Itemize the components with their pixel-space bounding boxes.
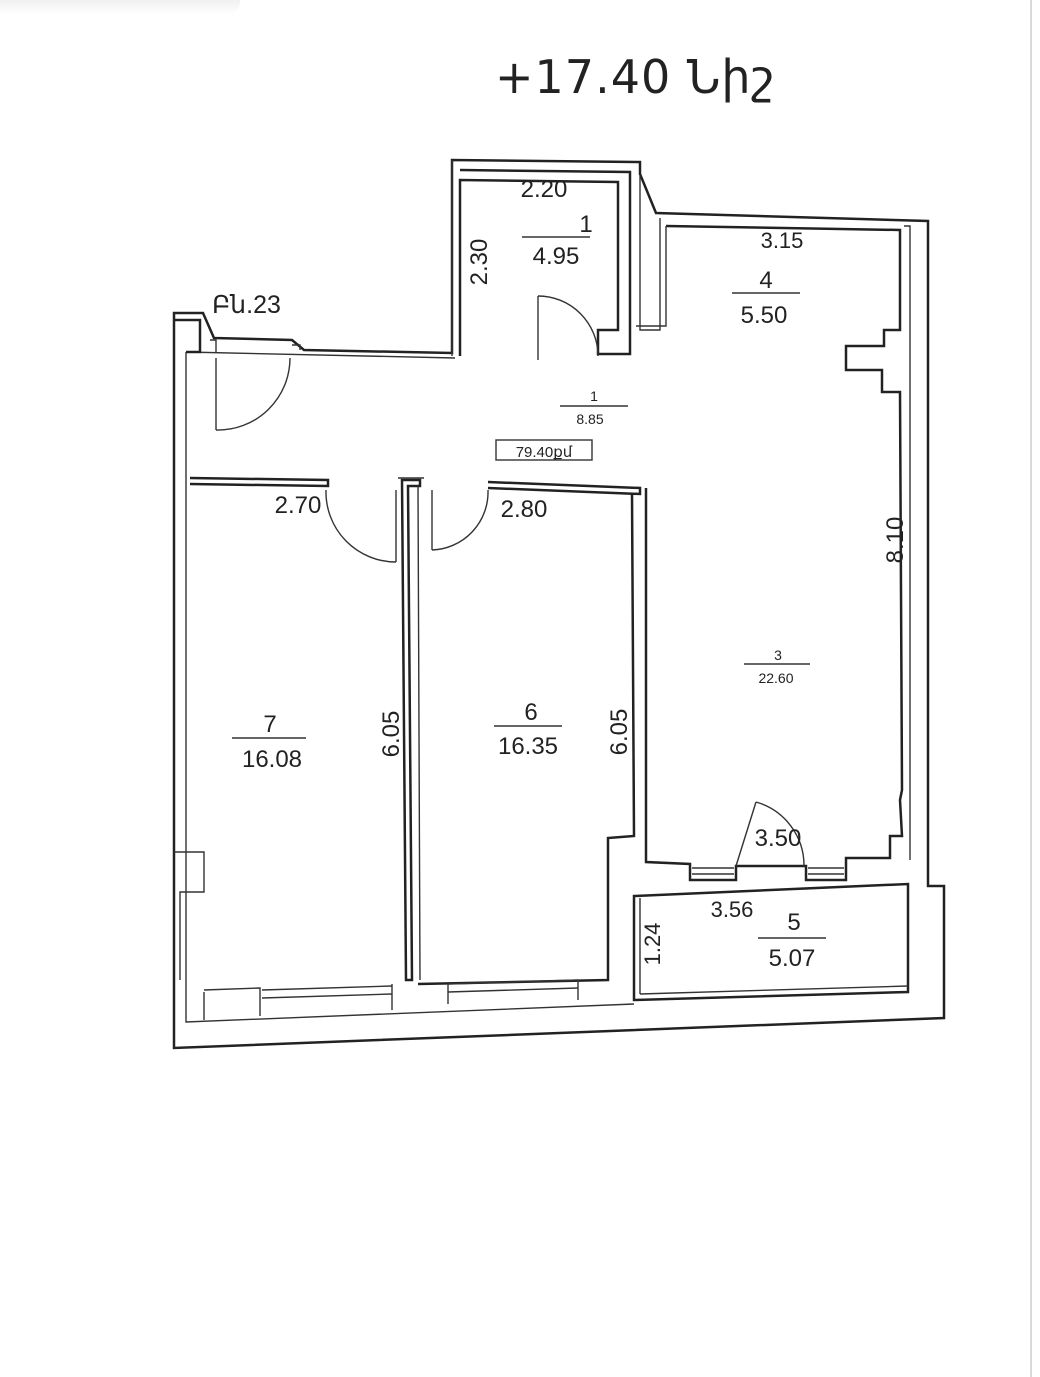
label-fraction-lines [232,236,826,939]
bedroom-walls [189,476,642,1016]
room-3-area: 22.60 [758,670,793,686]
dimension-room7-depth: 6.05 [378,711,405,758]
door-swings [215,295,805,867]
room-1-number: 1 [590,388,598,404]
outer-walls [172,158,946,1050]
apartment-label: Բն.23 [212,291,281,319]
right-wing-walls [636,224,911,882]
dimension-room6-depth: 6.05 [606,709,633,756]
dimension-room4-width: 3.15 [761,228,804,253]
scan-edge-line [1030,0,1032,1377]
room-5-number: 5 [787,909,800,936]
room-2-number: 1 [579,211,592,238]
room-2-area: 4.95 [533,243,580,270]
scan-corner-shade [0,0,240,14]
room-7-area: 16.08 [242,746,302,773]
dimension-room5-width: 3.56 [711,897,754,922]
dimension-room6-width: 2.80 [501,496,548,523]
floor-level-title: +17.40 Նիշ [495,50,776,104]
dimension-room7-width: 2.70 [275,492,322,519]
room-6-area: 16.35 [498,733,558,760]
room-4-number: 4 [759,267,772,294]
room-5-area: 5.07 [769,945,816,972]
balcony-walls [632,882,910,1002]
dimension-room5-depth: 1.24 [640,923,665,966]
room-2-walls [451,160,661,356]
dimension-room3-depth: 8.10 [882,517,909,564]
dimension-room3-opening: 3.50 [755,825,802,852]
room-7-number: 7 [263,711,276,738]
room-3-number: 3 [774,647,782,663]
room-1-area: 8.85 [576,411,603,427]
room-6-number: 6 [524,699,537,726]
dimension-room2-width: 2.20 [521,176,568,203]
total-area-value: 79.40քմ [516,444,573,461]
total-area-box [495,439,593,461]
room-4-area: 5.50 [741,302,788,329]
dimension-room2-depth: 2.30 [466,239,493,286]
